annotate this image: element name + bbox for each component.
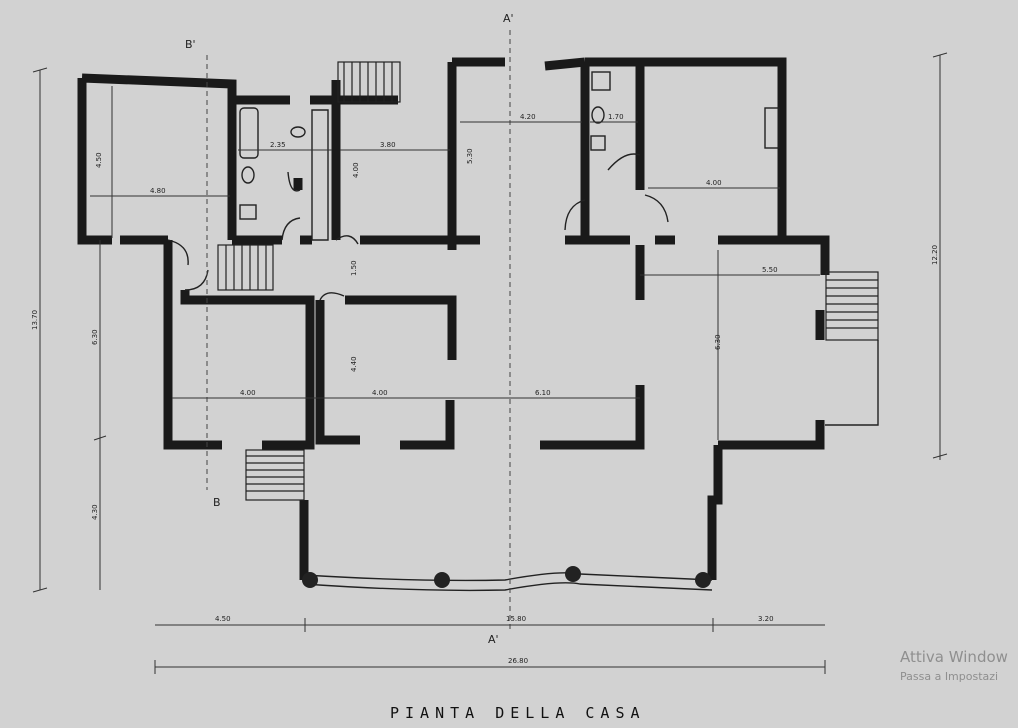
wall-living-south [540, 385, 645, 450]
column-1 [302, 572, 318, 588]
walls [77, 57, 830, 592]
door-swing-7 [644, 194, 669, 223]
stair-north [337, 61, 401, 103]
fixtures [239, 71, 780, 220]
bathtub [239, 107, 259, 159]
dimension-labels: 4.50 4.80 2.35 3.80 4.00 5.30 4.20 1.70 … [31, 113, 939, 665]
wall-wc [585, 57, 645, 190]
section-mark-a-bottom: A' [488, 633, 499, 646]
column-4 [695, 572, 711, 588]
door-swings [167, 153, 669, 301]
dim-room-s-height: 4.40 [350, 356, 358, 372]
wall-nw-room [77, 73, 237, 245]
dim-left-mid: 6.30 [91, 329, 99, 345]
door-swing-5 [319, 292, 345, 301]
bidet-2 [590, 135, 606, 151]
dim-right-total: 12.20 [931, 245, 939, 265]
door-swing-8 [607, 153, 641, 171]
wall-e-room [718, 310, 825, 450]
dim-corridor: 1.50 [350, 260, 358, 276]
dim-room-sw-width: 4.00 [240, 389, 256, 397]
stair-interior [217, 244, 274, 291]
dim-room-s-width: 4.00 [372, 389, 388, 397]
dim-bottom-mid: 15.80 [506, 615, 526, 623]
shower [591, 71, 611, 91]
dim-room-e-width: 5.50 [762, 266, 778, 274]
stair-south-west [245, 449, 305, 501]
dim-kitchen-width: 4.00 [706, 179, 722, 187]
section-lines [206, 30, 511, 630]
dim-hall-height: 5.30 [466, 148, 474, 164]
stairs [217, 61, 879, 501]
stair-east [825, 271, 879, 341]
wc-bowl-1 [241, 166, 255, 184]
kitchen-counter [764, 107, 780, 149]
door-swing-9 [287, 171, 301, 192]
wall-s-room-east [400, 400, 455, 450]
wall-s-room-north [345, 295, 457, 360]
dim-bottom-left: 4.50 [215, 615, 231, 623]
drawing-title: PIANTA DELLA CASA [390, 704, 646, 722]
activation-subtitle: Passa a Impostazi [900, 670, 999, 683]
dim-bath-width: 2.35 [270, 141, 286, 149]
porch-columns [302, 566, 711, 588]
column-3 [565, 566, 581, 582]
section-mark-b-top: B' [185, 38, 196, 51]
dim-left-low: 4.30 [91, 504, 99, 520]
section-marks: A' A' B' B [185, 12, 514, 646]
wall-sw-room [163, 240, 315, 450]
section-mark-b-bottom: B [213, 496, 221, 509]
east-terrace-outline [825, 340, 879, 426]
windows-activation-watermark: Attiva Window Passa a Impostazi [900, 648, 1008, 685]
door-swing-3 [281, 217, 301, 241]
dim-room-e-height: 6.30 [714, 334, 722, 350]
dim-living-width: 6.10 [535, 389, 551, 397]
column-2 [434, 572, 450, 588]
wall-hall-north [452, 57, 590, 240]
dim-room-n-width: 3.80 [380, 141, 396, 149]
dim-left-total: 13.70 [31, 310, 39, 330]
wall-s-room-west [315, 300, 360, 445]
porch-front-line-1 [303, 572, 713, 582]
door-swing-2 [184, 269, 209, 291]
wall-n-room [336, 62, 457, 250]
door-swing-6 [564, 199, 586, 231]
dim-room-n-height: 4.00 [352, 162, 360, 178]
door-swing-4 [335, 235, 359, 245]
door-swing-1 [167, 239, 189, 266]
section-mark-a-top: A' [503, 12, 514, 25]
porch-front-line-2 [303, 582, 713, 592]
dim-room-nw-width: 4.80 [150, 187, 166, 195]
wc-bowl-2 [591, 106, 605, 124]
wall-bath-north [232, 80, 341, 105]
wall-east-front [707, 445, 723, 580]
bidet-1 [239, 204, 257, 220]
dim-bottom-right: 3.20 [758, 615, 774, 623]
dimension-lines [32, 52, 948, 674]
dim-hall-width: 4.20 [520, 113, 536, 121]
activation-title: Attiva Window [900, 648, 1008, 666]
basin-1 [290, 126, 306, 138]
dim-room-nw-height: 4.50 [95, 152, 103, 168]
chimney-flue [311, 109, 329, 241]
dim-wc-width: 1.70 [608, 113, 624, 121]
dim-bottom-total: 26.80 [508, 657, 528, 665]
